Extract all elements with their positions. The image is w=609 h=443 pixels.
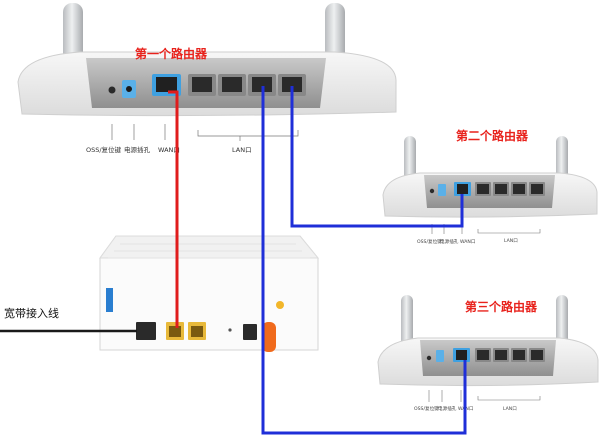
router-3-callouts bbox=[428, 390, 541, 402]
router-1-lan-label: LAN口 bbox=[232, 146, 252, 154]
wan-port-socket bbox=[457, 184, 468, 194]
router-2-power-label: 电源插孔 bbox=[440, 238, 459, 245]
modem-reset-hole bbox=[228, 328, 232, 332]
modem-status-indicator bbox=[276, 301, 284, 309]
reset-button bbox=[426, 355, 432, 361]
router-3-lan-label: LAN口 bbox=[503, 406, 517, 412]
lan-ports bbox=[475, 182, 545, 196]
router-1-wan-label: WAN口 bbox=[158, 146, 180, 154]
router-3-power-label: 电源插孔 bbox=[438, 405, 457, 412]
router-2-wan-label: WAN口 bbox=[460, 239, 476, 245]
modem-vents bbox=[108, 243, 310, 259]
router-2: 第二个路由器 OSS/复位键 电源插孔 WAN口 LAN口 bbox=[382, 128, 598, 245]
cables bbox=[0, 86, 467, 435]
router-2-lan-label: LAN口 bbox=[504, 238, 518, 244]
wan-cable-red bbox=[168, 90, 179, 328]
power-jack bbox=[436, 350, 444, 362]
reset-button bbox=[429, 188, 435, 194]
router-3-title: 第三个路由器 bbox=[465, 299, 538, 314]
modem-brand-logo bbox=[106, 288, 113, 312]
modem-top-face bbox=[99, 235, 320, 259]
power-jack bbox=[438, 184, 446, 196]
modem bbox=[99, 235, 320, 352]
broadband-line-label: 宽带接入线 bbox=[4, 306, 59, 320]
lan-ports bbox=[188, 74, 306, 96]
lan-cable-router2 bbox=[290, 86, 464, 228]
wan-port-socket bbox=[156, 77, 177, 92]
modem-power-button bbox=[262, 322, 276, 352]
lan-cable-router3 bbox=[261, 86, 467, 435]
router-1-power-label: 电源插孔 bbox=[124, 145, 151, 154]
router-3-oss-label: OSS/复位键 bbox=[414, 405, 439, 412]
wan-port-socket bbox=[456, 350, 467, 360]
reset-button bbox=[108, 86, 116, 94]
lan-ports bbox=[475, 348, 545, 362]
router-1-title: 第一个路由器 bbox=[135, 46, 208, 61]
router-1: 第一个路由器 OSS/复位键 电源插孔 WAN口 LAN口 bbox=[17, 3, 397, 154]
router-1-callouts bbox=[111, 124, 299, 141]
router-2-oss-label: OSS/复位键 bbox=[417, 238, 442, 245]
router-1-oss-label: OSS/复位键 bbox=[86, 145, 122, 154]
modem-line-port bbox=[136, 322, 156, 340]
router-2-title: 第二个路由器 bbox=[456, 128, 529, 143]
router-3: 第三个路由器 OSS/复位键 电源插孔 WAN口 LAN口 bbox=[377, 295, 599, 412]
power-jack-hole bbox=[126, 86, 132, 92]
modem-power-jack bbox=[243, 324, 257, 340]
